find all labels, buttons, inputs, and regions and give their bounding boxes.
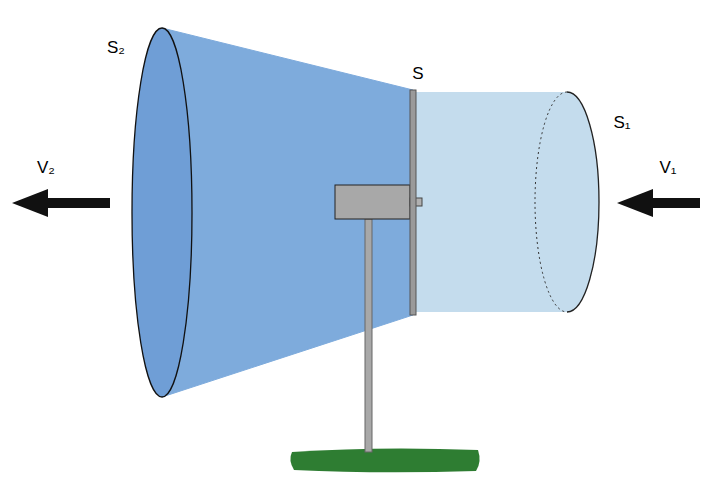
inflow-arrow <box>617 189 700 217</box>
cone-edges <box>162 28 413 397</box>
rotor-disc <box>410 90 416 315</box>
upstream-section <box>567 92 599 312</box>
section-label: S₁ <box>613 114 630 131</box>
nacelle <box>335 185 410 219</box>
upstream-tube <box>413 92 599 312</box>
outflow-arrow <box>12 189 110 217</box>
velocity-label: V₂ <box>37 159 55 176</box>
velocity-label: V₁ <box>659 159 676 176</box>
downstream-cone <box>162 28 413 397</box>
ground-base <box>290 448 479 472</box>
section-label: S <box>412 65 423 82</box>
section-label: S₂ <box>107 39 125 56</box>
tower <box>365 219 372 452</box>
downstream-section <box>132 28 192 397</box>
upstream-section-back <box>535 92 567 312</box>
